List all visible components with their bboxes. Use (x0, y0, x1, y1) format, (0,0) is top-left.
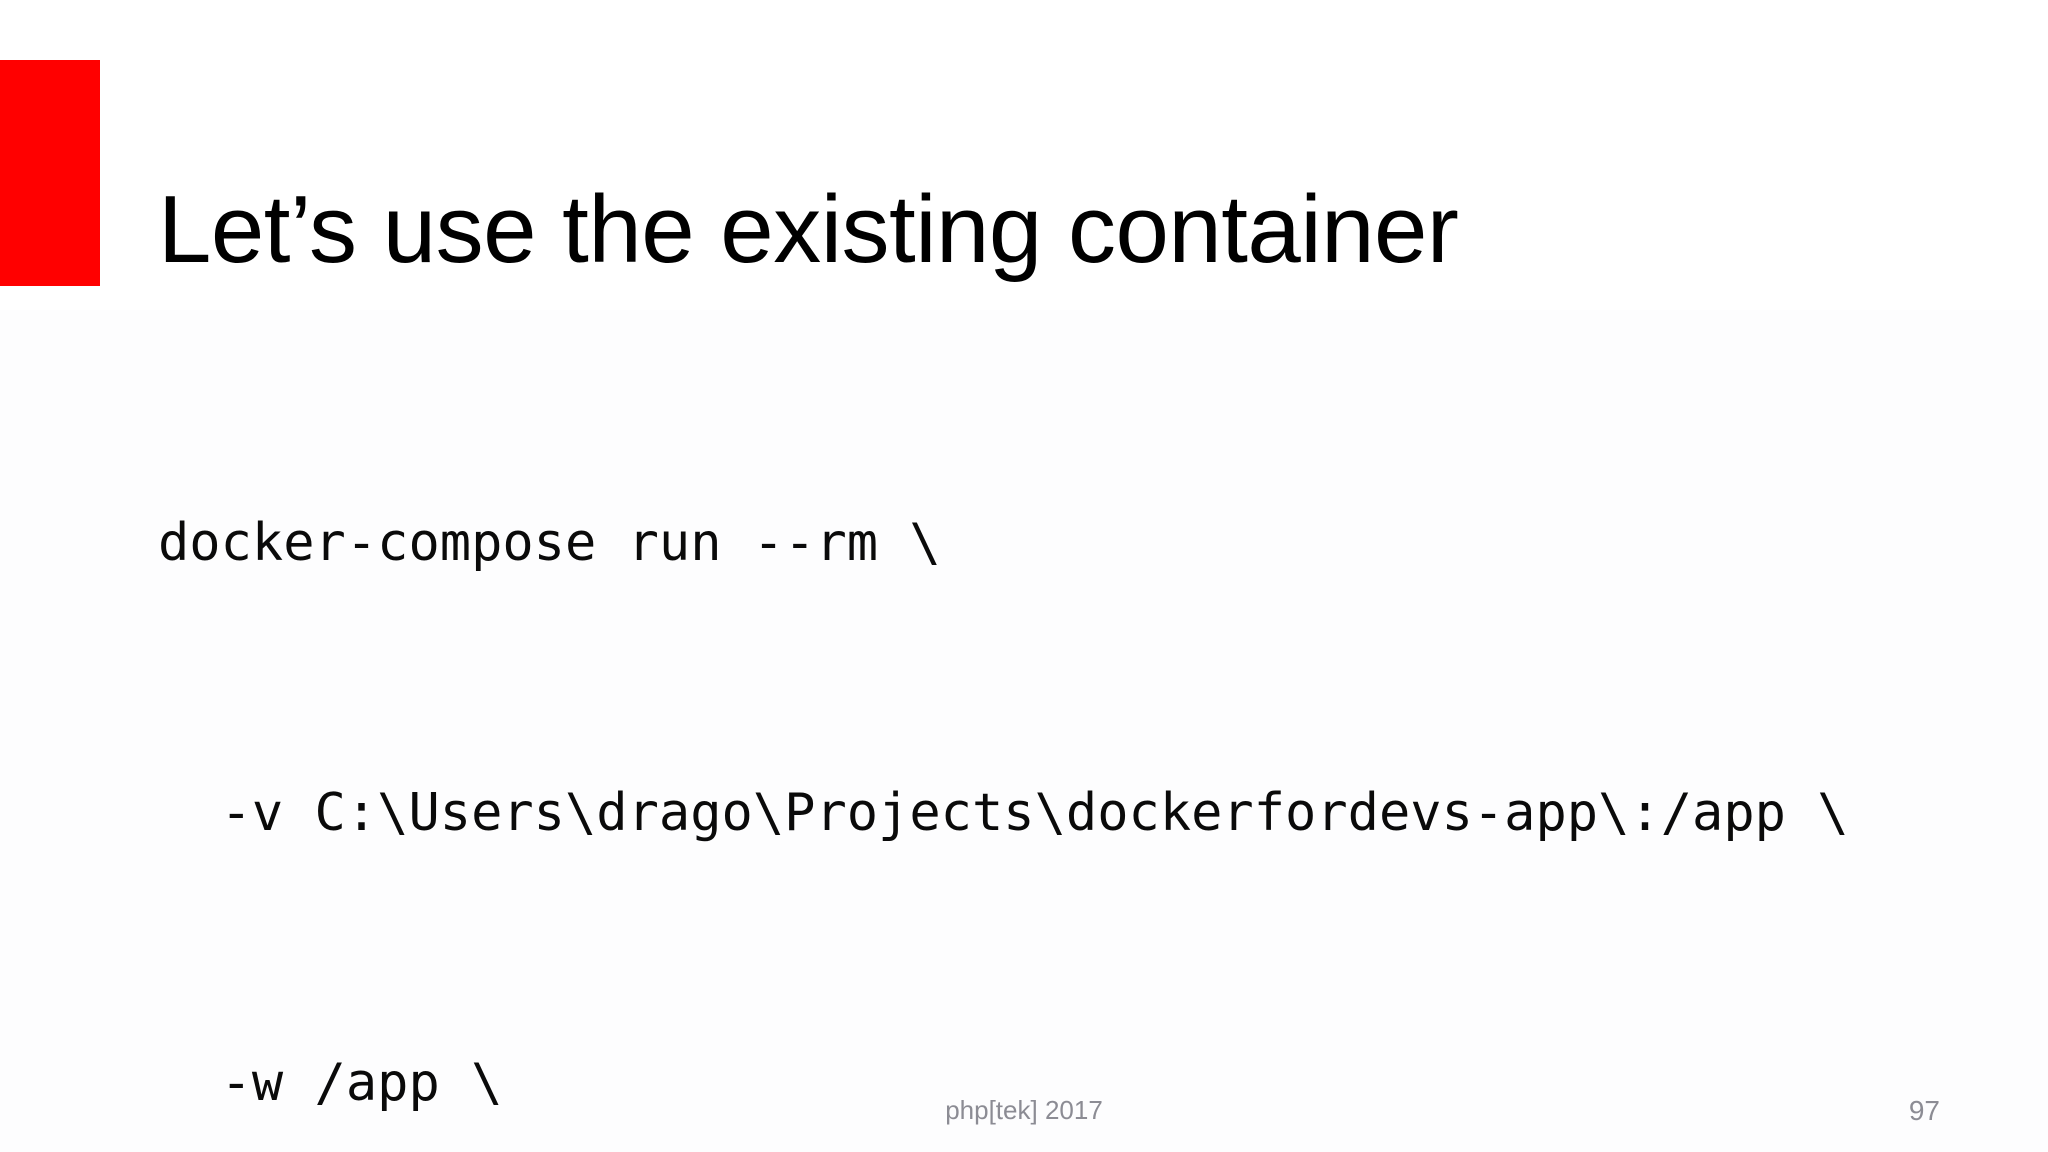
code-line: docker-compose run --rm \ (158, 513, 941, 573)
page-title: Let’s use the existing container (158, 176, 1459, 284)
code-block: docker-compose run --rm \ -v C:\Users\dr… (158, 318, 1988, 1152)
footer-conference-label: php[tek] 2017 (945, 1095, 1103, 1125)
code-line: -w /app \ (158, 1053, 503, 1113)
code-line: -v C:\Users\drago\Projects\dockerfordevs… (158, 783, 1849, 843)
accent-bar (0, 60, 100, 286)
content-background (0, 310, 2048, 1152)
slide-number: 97 (1908, 1095, 1940, 1126)
